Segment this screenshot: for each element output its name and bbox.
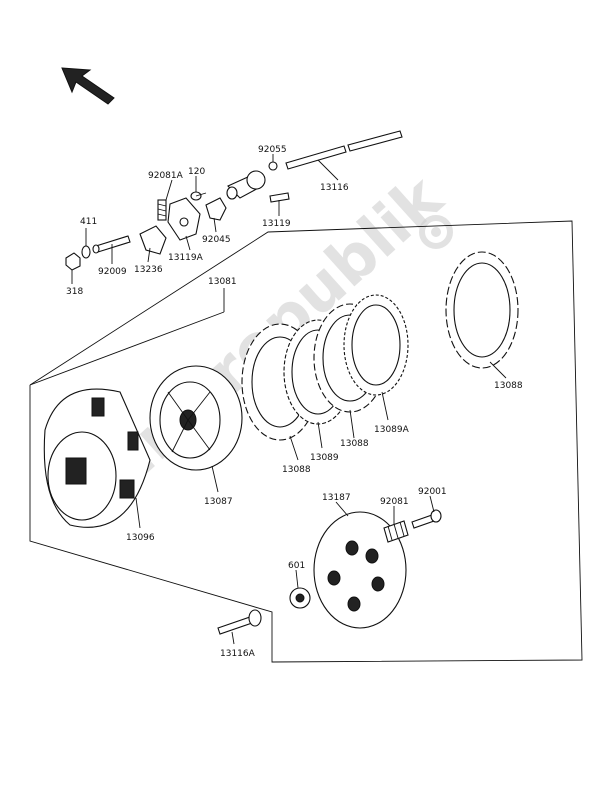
callout-120: 120 <box>188 167 205 177</box>
callout-13088-mid: 13088 <box>340 439 369 449</box>
pushrod-13116A <box>217 609 262 635</box>
clutch-housing <box>43 388 151 528</box>
callout-13089A: 13089A <box>374 425 410 435</box>
washer-411 <box>81 245 91 259</box>
callout-92081: 92081 <box>380 497 409 507</box>
callout-13087: 13087 <box>204 497 233 507</box>
callout-13088-right: 13088 <box>494 381 523 391</box>
callout-labels: 92055 92081A 120 13116 13119 92045 13119… <box>66 145 523 659</box>
callout-318: 318 <box>66 287 83 297</box>
callout-13081: 13081 <box>208 277 237 287</box>
leader-lines <box>29 154 507 645</box>
spring-92081 <box>383 520 409 543</box>
assembly-frame <box>29 220 583 663</box>
callout-92001: 92001 <box>418 487 447 497</box>
nut-318 <box>65 252 81 271</box>
callout-13187: 13187 <box>322 493 351 503</box>
bolt-92001 <box>411 509 442 529</box>
callout-92081A: 92081A <box>148 171 184 181</box>
release-shaft <box>226 170 266 200</box>
callout-92009: 92009 <box>98 267 127 277</box>
callout-13119: 13119 <box>262 219 291 229</box>
callout-92055: 92055 <box>258 145 287 155</box>
push-rod <box>285 130 403 170</box>
gear-logo-icon <box>419 215 453 249</box>
lever-92045 <box>205 197 227 221</box>
pressure-plate <box>313 511 407 629</box>
bearing-601 <box>289 587 311 609</box>
cam-13236 <box>139 225 167 255</box>
callout-13088-left: 13088 <box>282 465 311 475</box>
callout-92045: 92045 <box>202 235 231 245</box>
callout-411: 411 <box>80 217 97 227</box>
steel-plate-13089A <box>343 294 409 396</box>
callout-13096: 13096 <box>126 533 155 543</box>
callout-601: 601 <box>288 561 305 571</box>
bolt-120 <box>190 191 207 201</box>
ball-92055 <box>268 161 278 171</box>
front-direction-arrow-icon <box>61 67 115 105</box>
callout-13116A: 13116A <box>220 649 256 659</box>
callout-13089: 13089 <box>310 453 339 463</box>
clutch-hub <box>149 365 243 471</box>
callout-13119A: 13119A <box>168 253 204 263</box>
spring-92081A <box>157 199 167 221</box>
callout-13116: 13116 <box>320 183 349 193</box>
pin-13119 <box>269 192 290 203</box>
release-holder <box>167 197 201 241</box>
friction-plate-right <box>445 251 519 369</box>
bolt-92009 <box>92 235 131 254</box>
callout-13236: 13236 <box>134 265 163 275</box>
